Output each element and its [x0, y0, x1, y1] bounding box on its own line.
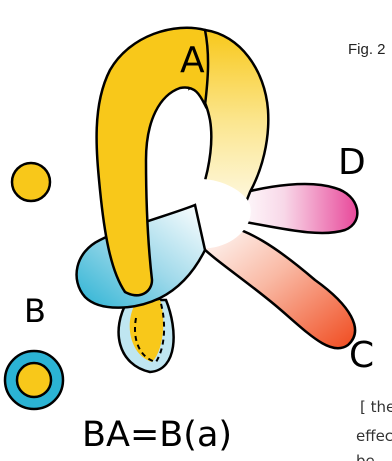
lower-tongue [119, 300, 174, 372]
blue-ring [5, 351, 63, 409]
caption-line-3: be [356, 452, 375, 461]
label-d: D [338, 142, 366, 183]
label-b: B [24, 292, 46, 330]
formula: BA=B(a) [82, 415, 232, 455]
yellow-disk [12, 163, 50, 201]
figure-number: Fig. 2 [348, 41, 386, 58]
lobe-d [235, 184, 357, 233]
label-c: C [349, 335, 374, 376]
caption-line-2: effec [356, 427, 392, 445]
label-a: A [180, 40, 205, 81]
caption-line-1: [ the [360, 398, 392, 416]
